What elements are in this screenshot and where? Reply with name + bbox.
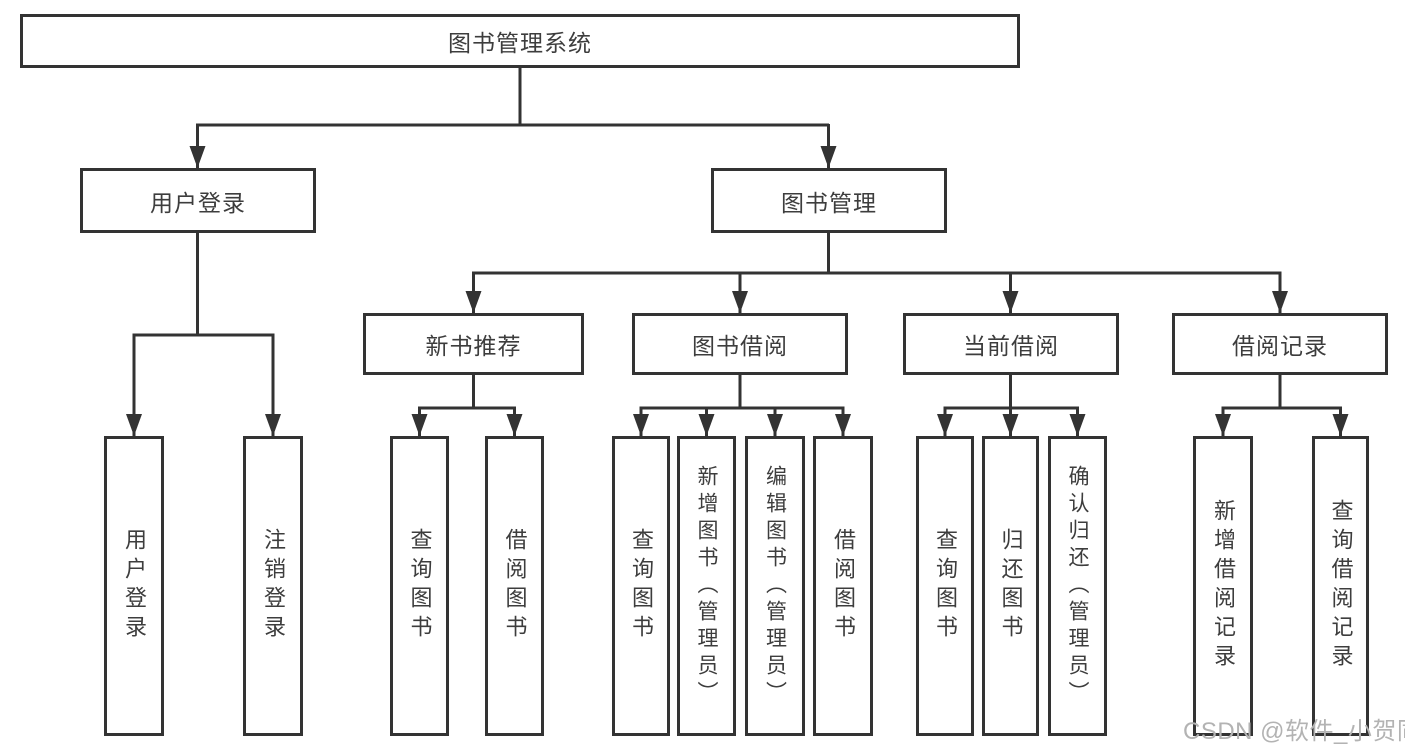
node-root-system: 图书管理系统 [20, 14, 1020, 68]
node-book-management: 图书管理 [711, 168, 947, 233]
leaf-add-borrow-record: 新增借阅记录 [1193, 436, 1253, 736]
leaf-add-book-admin: 新增图书（管理员） [677, 436, 736, 736]
leaf-query-books-borrow: 查询图书 [612, 436, 670, 736]
node-borrow-records: 借阅记录 [1172, 313, 1388, 375]
leaf-query-books-current: 查询图书 [916, 436, 974, 736]
csdn-watermark: CSDN @软件_小贺同学 [1183, 718, 1405, 745]
leaf-confirm-return-admin: 确认归还（管理员） [1048, 436, 1107, 736]
leaf-edit-book-admin: 编辑图书（管理员） [745, 436, 805, 736]
leaf-borrow-books-recommend: 借阅图书 [485, 436, 544, 736]
leaf-return-book: 归还图书 [982, 436, 1039, 736]
leaf-query-borrow-record: 查询借阅记录 [1312, 436, 1369, 736]
node-new-book-recommend: 新书推荐 [363, 313, 584, 375]
leaf-borrow-books: 借阅图书 [813, 436, 873, 736]
leaf-user-login: 用户登录 [104, 436, 164, 736]
node-user-login: 用户登录 [80, 168, 316, 233]
leaf-logout: 注销登录 [243, 436, 303, 736]
node-book-borrow: 图书借阅 [632, 313, 848, 375]
node-current-borrow: 当前借阅 [903, 313, 1119, 375]
leaf-query-books-recommend: 查询图书 [390, 436, 449, 736]
